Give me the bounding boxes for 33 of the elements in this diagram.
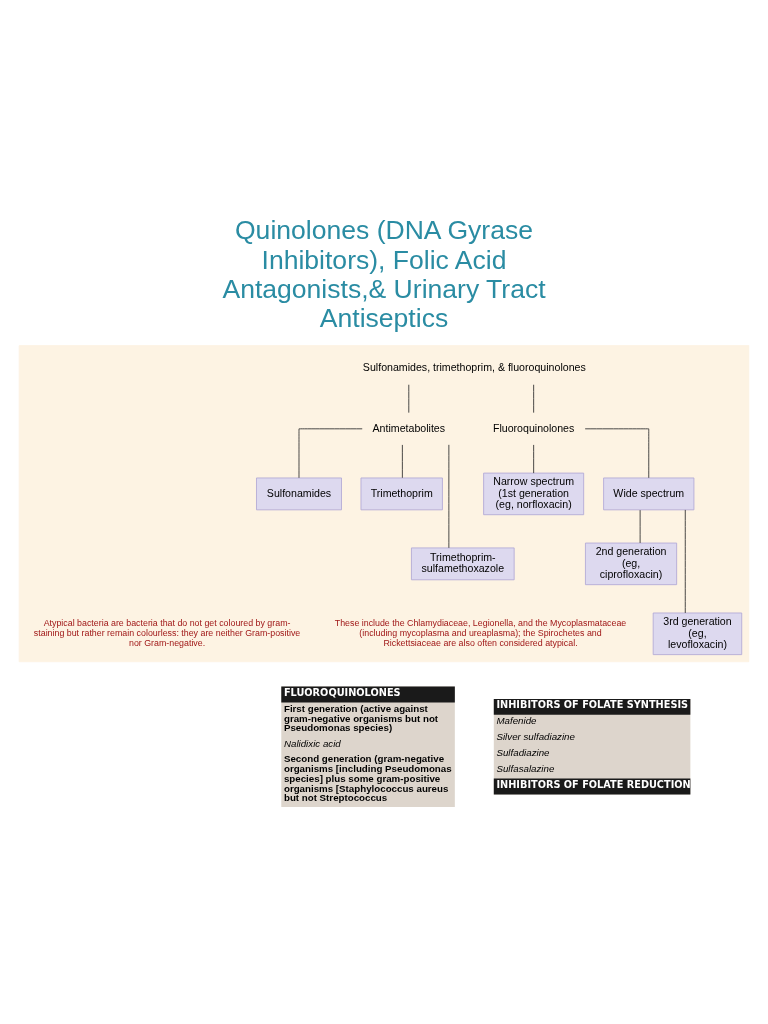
- node-text: Antimetabolites: [372, 421, 446, 434]
- connector: [684, 509, 686, 613]
- node-box: Sulfonamides: [256, 477, 342, 510]
- label: Atypical bacteria are bacteria that do not get coloured by gram-staining but rather remain colourless: they are neither Gram-positive nor Gram-negative.: [33, 617, 301, 648]
- label: Mafenide: [496, 714, 537, 726]
- node-box: 3rd generation (eg, levofloxacin): [652, 612, 743, 655]
- label: These include the Chlamydiaceae, Legionella, and the Mycoplasmataceae (including mycoplasma and ureaplasma); the Spirochetes and Rickettsiaceae are also often considered atypical.: [334, 617, 627, 648]
- node-text: Sulfonamides, trimethoprim, & fluoroquinolones: [362, 360, 586, 373]
- label: Silver sulfadiazine: [496, 730, 575, 742]
- label: First generation (active against gram-negative organisms but not Pseudomonas species): [283, 702, 439, 733]
- label: Sulfadiazine: [496, 746, 550, 758]
- node-box: Trimethoprim: [360, 477, 443, 510]
- node-box: Wide spectrum: [603, 477, 695, 510]
- label: INHIBITORS OF FOLATE REDUCTION: [496, 778, 691, 790]
- label: Second generation (gram-negative organisms [including Pseudomonas species] plus some gram-positive organisms [Staphylococcus aureus but not Streptococcus: [283, 752, 452, 803]
- cluster: [18, 344, 750, 662]
- connector: [298, 427, 363, 478]
- diagram-title: Quinolones (DNA Gyrase Inhibitors), Folic Acid Antagonists,& Urinary Tract Antiseptics: [222, 214, 546, 333]
- node-box: 2nd generation (eg, ciprofloxacin): [585, 542, 678, 585]
- connector: [448, 443, 450, 548]
- node-text: Fluoroquinolones: [492, 421, 575, 434]
- connector: [533, 443, 535, 474]
- connector: [401, 443, 403, 478]
- label: Sulfasalazine: [496, 762, 555, 774]
- node-box: Trimethoprim-sulfamethoxazole: [411, 546, 515, 580]
- label: Nalidixic acid: [283, 737, 341, 749]
- label: INHIBITORS OF FOLATE SYNTHESIS: [496, 698, 689, 710]
- node-box: Narrow spectrum (1st generation (eg, norfloxacin): [483, 472, 585, 515]
- connector: [584, 427, 650, 478]
- connector: [533, 383, 535, 413]
- connector: [639, 509, 641, 543]
- connector: [408, 383, 410, 413]
- label: FLUOROQUINOLONES: [283, 686, 401, 698]
